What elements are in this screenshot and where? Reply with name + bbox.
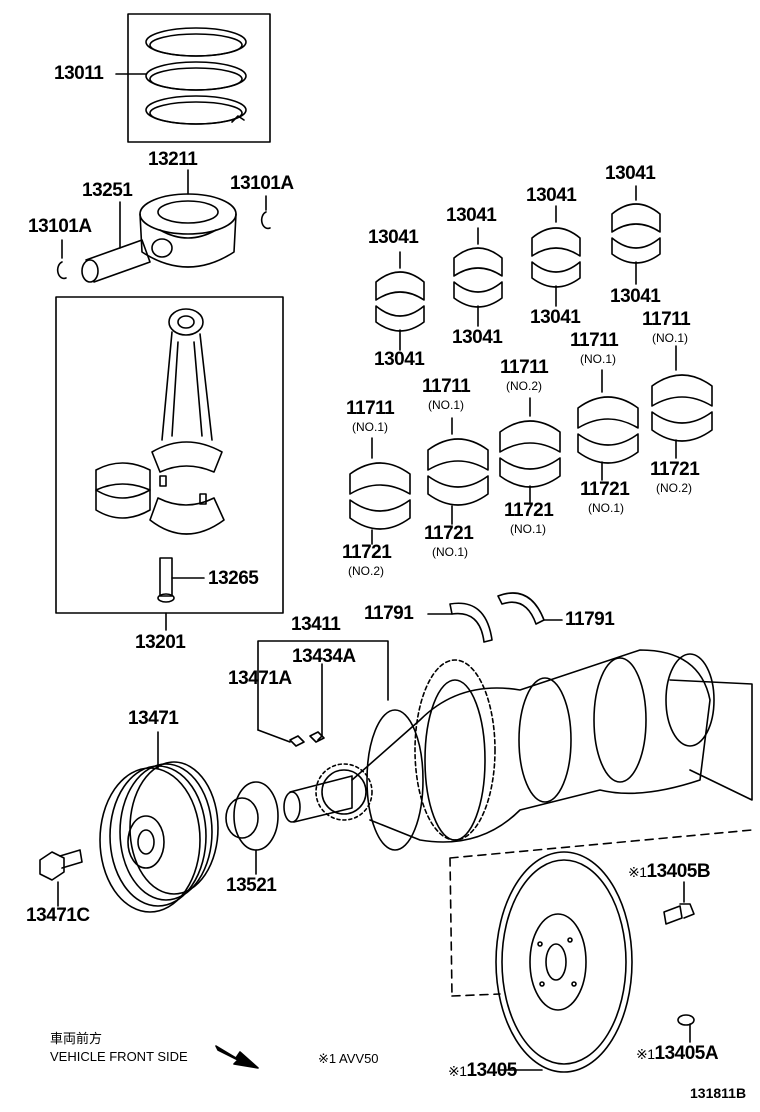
applicability-note: ※1 AVV50 bbox=[318, 1051, 379, 1066]
part-sublabel: (NO.1) bbox=[588, 501, 624, 515]
part-label-crank-pulley[interactable]: 13471 bbox=[128, 708, 179, 729]
part-sublabel: (NO.1) bbox=[510, 522, 546, 536]
part-label-rod-bearing[interactable]: 13041 bbox=[610, 286, 661, 307]
part-label-rod-bearing[interactable]: 13041 bbox=[446, 205, 497, 226]
part-label-main-bearing-upper[interactable]: 11711 bbox=[570, 330, 619, 351]
part-label-thrust-washer[interactable]: 11791 bbox=[364, 603, 414, 624]
part-label-crank-key[interactable]: 13434A bbox=[292, 646, 356, 667]
part-label-rod-bearing[interactable]: 13041 bbox=[374, 349, 425, 370]
part-label-main-bearing-upper[interactable]: 11711 bbox=[346, 398, 395, 419]
part-sublabel: (NO.1) bbox=[432, 545, 468, 559]
snap-ring-left-drawing bbox=[56, 261, 67, 280]
pulley-bolt-drawing bbox=[39, 849, 83, 907]
part-label-main-bearing-upper[interactable]: 11711 bbox=[422, 376, 471, 397]
applicability-mark: ※1 bbox=[636, 1046, 655, 1062]
part-label-rod-bearing[interactable]: 13041 bbox=[368, 227, 419, 248]
flywheel-pin-drawing bbox=[677, 1014, 695, 1043]
piston-ring-set-drawing bbox=[115, 13, 271, 143]
part-label-timing-sprocket[interactable]: 13521 bbox=[226, 875, 277, 896]
part-sublabel: (NO.2) bbox=[348, 564, 384, 578]
part-label-main-bearing-upper[interactable]: 11711 bbox=[642, 309, 691, 330]
part-label-piston-ring-set[interactable]: 13011 bbox=[54, 63, 104, 84]
part-label-snap-ring-left[interactable]: 13101A bbox=[28, 216, 92, 237]
connecting-rod-drawing bbox=[55, 296, 284, 631]
crankshaft-drawing bbox=[257, 640, 753, 851]
part-label-main-bearing-upper[interactable]: 11711 bbox=[500, 357, 549, 378]
part-label-pulley-key[interactable]: 13471A bbox=[228, 668, 292, 689]
part-sublabel: (NO.1) bbox=[428, 398, 464, 412]
part-label-rod-bearing[interactable]: 13041 bbox=[526, 185, 577, 206]
vehicle-front-arrow bbox=[215, 1045, 259, 1069]
snap-ring-right-drawing bbox=[260, 211, 271, 230]
part-label-main-bearing-lower[interactable]: 11721 bbox=[342, 542, 392, 563]
piston-drawing bbox=[139, 169, 237, 268]
part-label-main-bearing-lower[interactable]: 11721 bbox=[650, 459, 700, 480]
flywheel-drawing bbox=[449, 829, 753, 1073]
vehicle-front-note-en: VEHICLE FRONT SIDE bbox=[50, 1049, 188, 1064]
part-sublabel: (NO.1) bbox=[352, 420, 388, 434]
main-bearing-set-drawing bbox=[349, 345, 713, 545]
part-label-crankshaft[interactable]: 13411 bbox=[291, 614, 341, 635]
part-label-main-bearing-lower[interactable]: 11721 bbox=[424, 523, 474, 544]
part-label-rod-bearing[interactable]: 13041 bbox=[605, 163, 656, 184]
part-label-pulley-bolt[interactable]: 13471C bbox=[26, 905, 90, 926]
part-label-flywheel-pin[interactable]: ※113405A bbox=[636, 1043, 719, 1064]
thrust-washer-drawing bbox=[427, 592, 563, 643]
applicability-mark: ※1 bbox=[448, 1063, 467, 1079]
rod-bearing-set-drawing bbox=[375, 185, 661, 351]
flywheel-bolt-drawing bbox=[663, 881, 695, 925]
part-label-piston[interactable]: 13211 bbox=[148, 149, 198, 170]
part-label-snap-ring-right[interactable]: 13101A bbox=[230, 173, 294, 194]
piston-pin-drawing bbox=[81, 201, 151, 283]
part-sublabel: (NO.2) bbox=[506, 379, 542, 393]
part-label-thrust-washer[interactable]: 11791 bbox=[565, 609, 615, 630]
applicability-mark: ※1 bbox=[628, 864, 647, 880]
part-label-flywheel[interactable]: ※113405 bbox=[448, 1060, 517, 1081]
crank-key-drawing bbox=[257, 729, 325, 747]
part-label-con-rod-bolt[interactable]: 13265 bbox=[208, 568, 259, 589]
timing-sprocket-drawing bbox=[225, 781, 279, 875]
vehicle-front-note-jp: 車両前方 bbox=[50, 1031, 103, 1046]
part-label-main-bearing-lower[interactable]: 11721 bbox=[580, 479, 630, 500]
part-label-rod-bearing[interactable]: 13041 bbox=[452, 327, 503, 348]
part-label-main-bearing-lower[interactable]: 11721 bbox=[504, 500, 554, 521]
part-sublabel: (NO.2) bbox=[656, 481, 692, 495]
diagram-reference-number: 131811B bbox=[690, 1085, 747, 1101]
part-sublabel: (NO.1) bbox=[652, 331, 688, 345]
part-label-connecting-rod[interactable]: 13201 bbox=[135, 632, 186, 653]
part-label-flywheel-bolt[interactable]: ※113405B bbox=[628, 861, 711, 882]
part-sublabel: (NO.1) bbox=[580, 352, 616, 366]
part-label-piston-pin[interactable]: 13251 bbox=[82, 180, 133, 201]
part-label-rod-bearing[interactable]: 13041 bbox=[530, 307, 581, 328]
crank-pulley-drawing bbox=[99, 731, 219, 913]
